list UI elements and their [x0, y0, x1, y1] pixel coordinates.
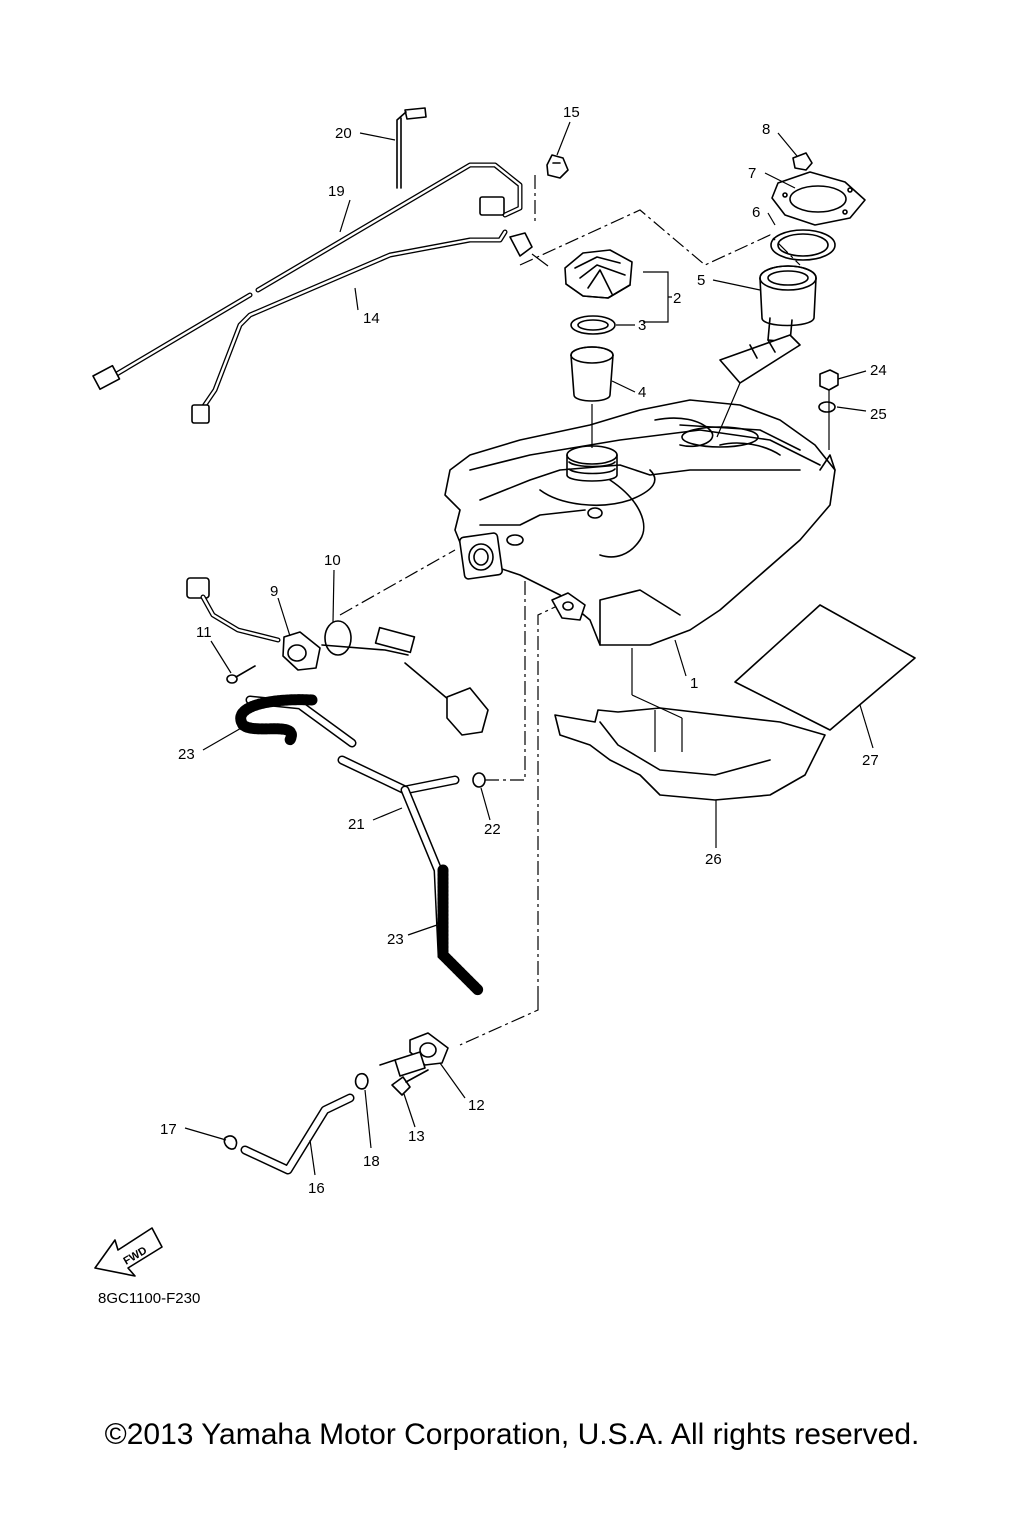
- lead-wire-19: [92, 162, 523, 391]
- fuel-filter-4: [570, 346, 614, 448]
- washer-25: [818, 401, 836, 413]
- heat-shield-26: [554, 707, 826, 801]
- callout-20: 20: [335, 125, 352, 142]
- callout-19: 19: [328, 183, 345, 200]
- protector-sheet-27: [734, 604, 916, 731]
- callout-2: 2: [673, 290, 681, 307]
- callout-10: 10: [324, 552, 341, 569]
- clamp-18: [354, 1072, 369, 1090]
- callout-1: 1: [690, 675, 698, 692]
- callout-17: 17: [160, 1121, 177, 1138]
- callout-5: 5: [697, 272, 705, 289]
- fuel-tank-exploded-diagram: FWD 1 2 3 4 5 6: [92, 104, 916, 1277]
- fuel-hose-16: [240, 1093, 355, 1175]
- callout-26: 26: [705, 851, 722, 868]
- screw-11: [226, 665, 256, 684]
- fuel-sender-9: [186, 577, 489, 736]
- callout-24: 24: [870, 362, 887, 379]
- fuel-tank-1: [444, 399, 836, 752]
- callout-3: 3: [638, 317, 646, 334]
- callout-27: 27: [862, 752, 879, 769]
- callout-18: 18: [363, 1153, 380, 1170]
- cable-tie-20: [396, 107, 427, 189]
- protector-23: [235, 694, 484, 996]
- callout-8: 8: [762, 121, 770, 138]
- pump-plate-7: [771, 171, 866, 226]
- callout-22: 22: [484, 821, 501, 838]
- callout-4: 4: [638, 384, 646, 401]
- callout-15: 15: [563, 104, 580, 121]
- assembly-centerlines: [339, 175, 801, 1046]
- clip-17: [223, 1135, 238, 1150]
- bolt-24: [819, 369, 839, 450]
- o-ring-10: [324, 620, 352, 656]
- pump-gasket-6: [770, 229, 836, 261]
- callout-21: 21: [348, 816, 365, 833]
- nut-8: [792, 152, 813, 171]
- bolt-13: [391, 1069, 429, 1096]
- callout-leaders: [184, 121, 874, 1176]
- callout-13: 13: [408, 1128, 425, 1145]
- cap-gasket-3: [570, 315, 616, 335]
- diagram-code: 8GC1100-F230: [98, 1290, 201, 1307]
- callout-9: 9: [270, 583, 278, 600]
- callout-12: 12: [468, 1097, 485, 1114]
- sub-wire-14: [191, 229, 549, 424]
- fwd-arrow-icon: FWD: [94, 1227, 163, 1277]
- callout-14: 14: [363, 310, 380, 327]
- callout-6: 6: [752, 204, 760, 221]
- callout-11: 11: [196, 624, 212, 641]
- fuel-cock-12: [379, 1032, 449, 1077]
- callout-23b: 23: [387, 931, 404, 948]
- fuel-cap-2: [564, 249, 633, 299]
- fuel-pump-5: [716, 265, 817, 438]
- callout-25: 25: [870, 406, 887, 423]
- callout-23a: 23: [178, 746, 195, 763]
- callout-7: 7: [748, 165, 756, 182]
- clip-22: [472, 772, 486, 788]
- copyright-notice: ©2013 Yamaha Motor Corporation, U.S.A. A…: [104, 1418, 920, 1451]
- clamp-15: [546, 154, 569, 179]
- callout-labels: 1 2 3 4 5 6 7 8 9 10 11 12 13 14 15 16 1…: [160, 104, 887, 1197]
- callout-16: 16: [308, 1180, 325, 1197]
